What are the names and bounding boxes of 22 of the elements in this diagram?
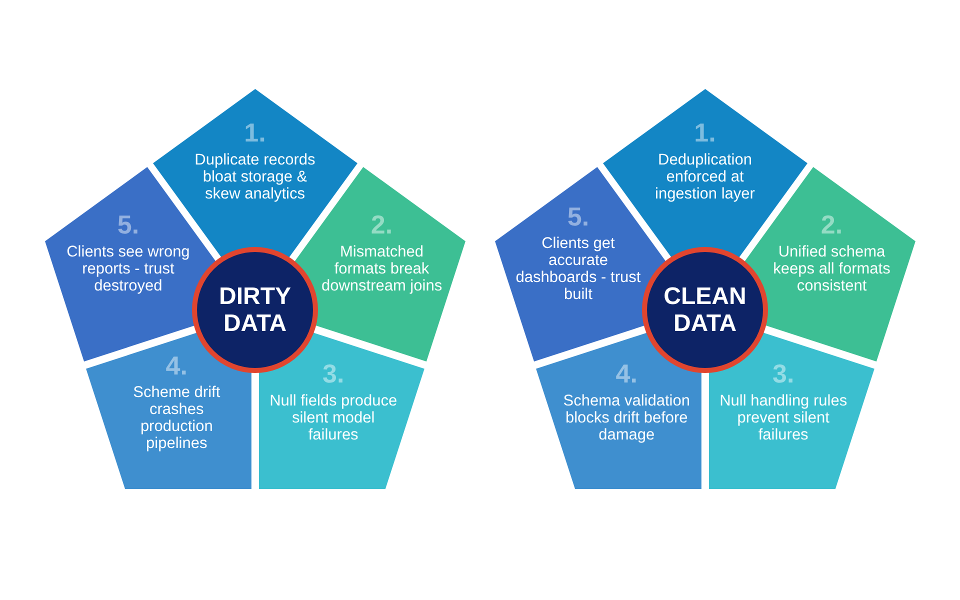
step-number: 4.: [166, 350, 188, 382]
segment-text: Null handling rules prevent silent failures: [719, 392, 848, 444]
step-number: 3.: [772, 358, 794, 390]
segment-text: Clients get accurate dashboards - trust built: [514, 234, 642, 303]
step-number: 2.: [820, 210, 843, 241]
step-number: 4.: [616, 358, 638, 390]
segment-text: Mismatched formats break downstream joins: [320, 243, 444, 294]
step-number: 5.: [117, 210, 140, 241]
segment-text: Clients see wrong reports - trust destroyed: [66, 243, 191, 294]
step-number: 3.: [322, 358, 344, 390]
step-number: 1.: [694, 118, 716, 149]
step-number: 2.: [370, 210, 393, 241]
segment-text: Scheme drift crashes production pipelines: [132, 384, 222, 452]
circle-label: CLEAN DATA: [662, 283, 748, 337]
segment-text: Deduplication enforced at ingestion layer: [654, 151, 756, 202]
segment-text: Duplicate records bloat storage & skew analytics: [194, 151, 316, 202]
segment-text: Null fields produce silent model failures: [269, 392, 398, 444]
step-number: 1.: [244, 118, 266, 149]
circle-label: DIRTY DATA: [218, 283, 292, 337]
segment-text: Schema validation blocks drift before damage: [562, 392, 691, 444]
segment-text: Unified schema keeps all formats consistent: [772, 243, 892, 294]
step-number: 5.: [567, 201, 590, 232]
